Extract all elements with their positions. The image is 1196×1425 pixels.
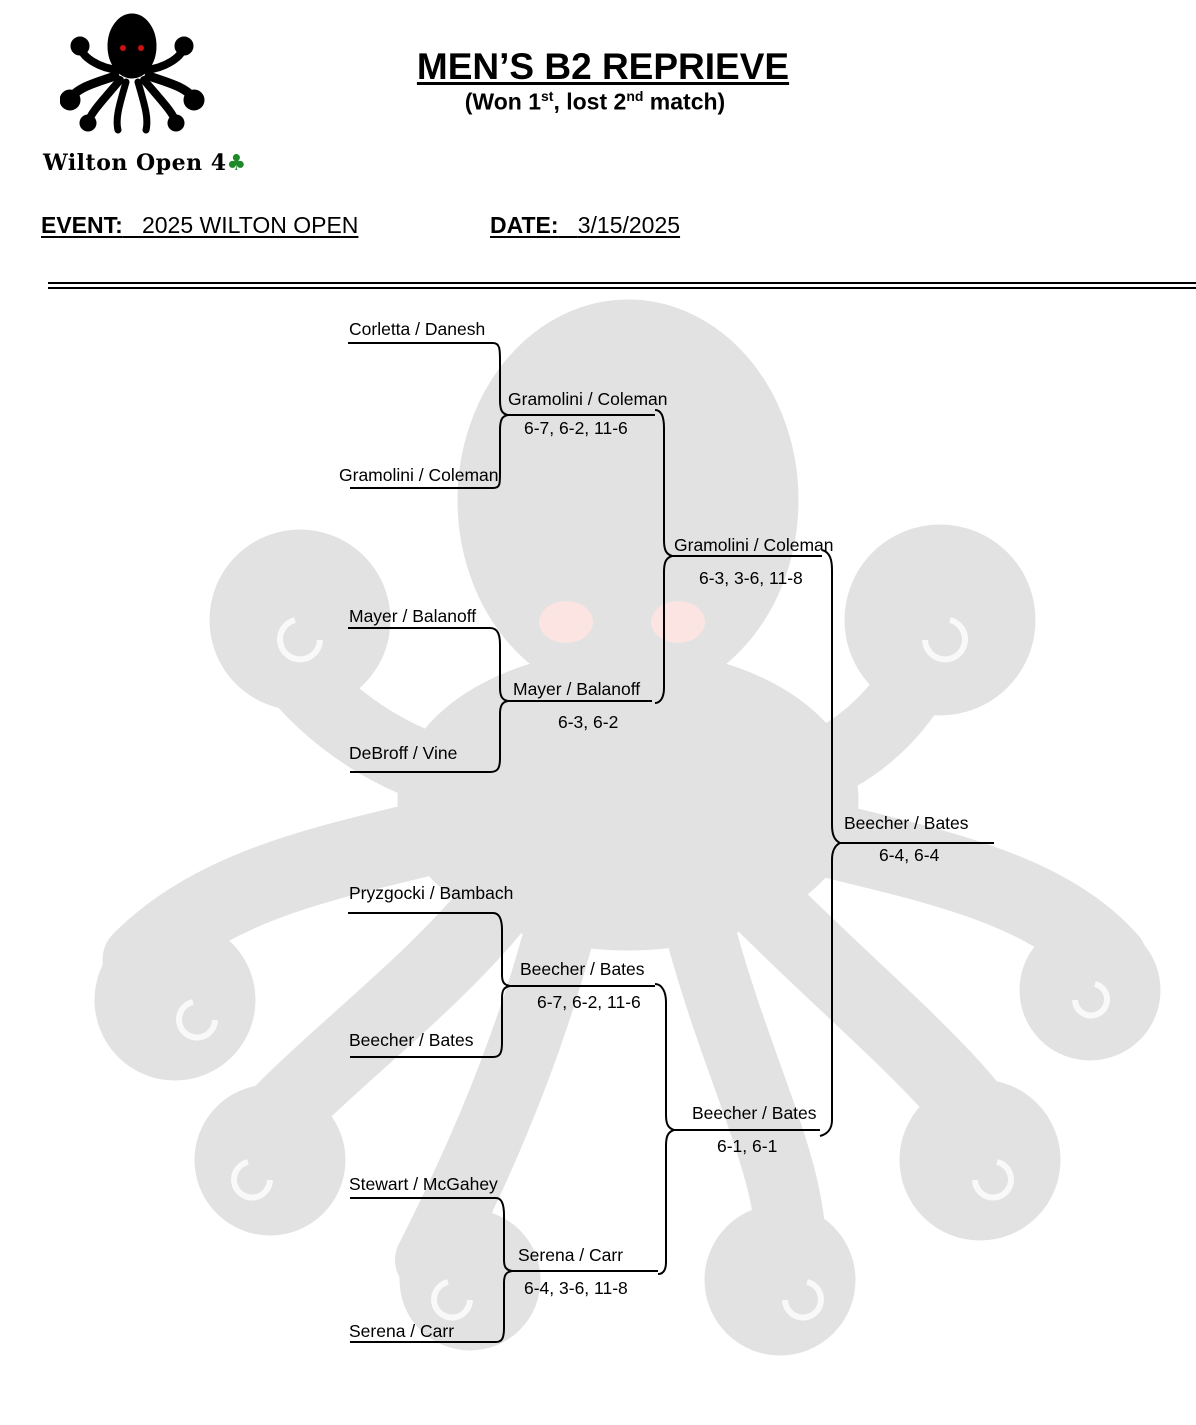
- team-name-r1: Serena / Carr: [349, 1321, 454, 1341]
- team-name-r1: Gramolini / Coleman: [339, 465, 499, 485]
- team-name-r2: Mayer / Balanoff: [513, 679, 640, 699]
- team-name-r3: Gramolini / Coleman: [674, 535, 834, 555]
- team-name-r1: Beecher / Bates: [349, 1030, 474, 1050]
- match-score: 6-1, 6-1: [717, 1136, 777, 1156]
- match-score: 6-7, 6-2, 11-6: [537, 992, 641, 1012]
- team-name-r3: Beecher / Bates: [692, 1103, 817, 1123]
- team-name-r2: Serena / Carr: [518, 1245, 623, 1265]
- team-name-final: Beecher / Bates: [844, 813, 969, 833]
- team-name-r2: Gramolini / Coleman: [508, 389, 668, 409]
- team-name-r1: Mayer / Balanoff: [349, 606, 476, 626]
- match-score: 6-3, 6-2: [558, 712, 618, 732]
- match-score: 6-3, 3-6, 11-8: [699, 568, 803, 588]
- team-name-r1: Corletta / Danesh: [349, 319, 485, 339]
- match-score-final: 6-4, 6-4: [879, 845, 939, 865]
- team-name-r1: Pryzgocki / Bambach: [349, 883, 513, 903]
- team-name-r1: Stewart / McGahey: [349, 1174, 498, 1194]
- team-name-r1: DeBroff / Vine: [349, 743, 457, 763]
- match-score: 6-4, 3-6, 11-8: [524, 1278, 628, 1298]
- team-name-r2: Beecher / Bates: [520, 959, 645, 979]
- match-score: 6-7, 6-2, 11-6: [524, 418, 628, 438]
